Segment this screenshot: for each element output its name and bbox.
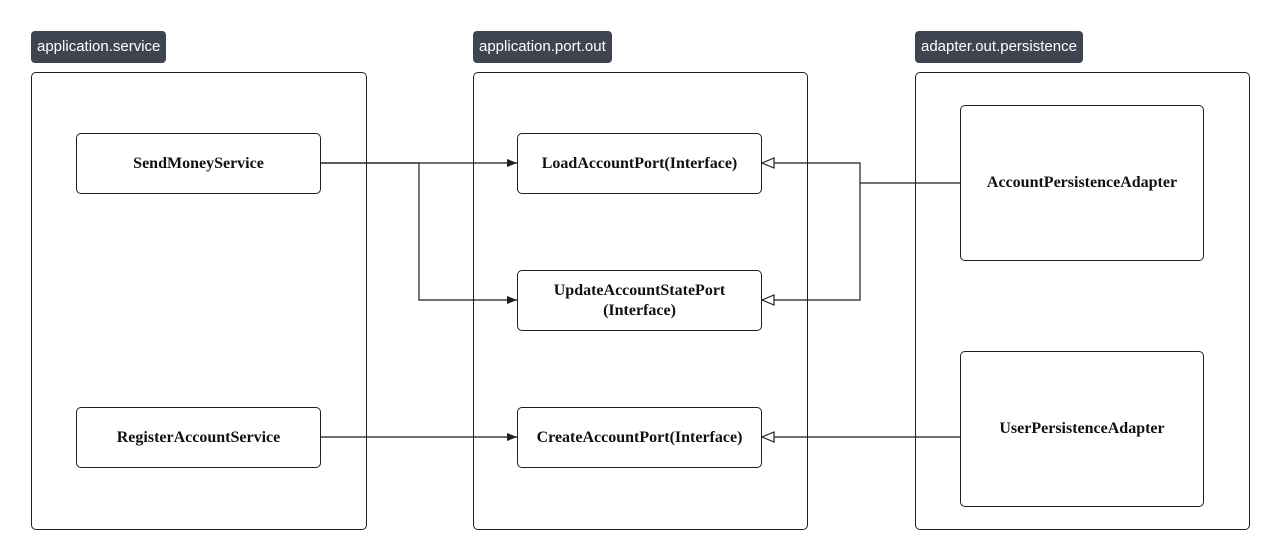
node-label: UserPersistenceAdapter [999,420,1165,437]
node-label-line1: UpdateAccountStatePort [553,281,726,299]
node-create-account-port: CreateAccountPort(Interface) [517,407,762,468]
node-update-account-state-port: UpdateAccountStatePort (Interface) [517,270,762,331]
package-label-application-port-out: application.port.out [473,31,612,63]
package-label-application-service: application.service [31,31,167,63]
node-user-persistence-adapter: UserPersistenceAdapter [960,351,1204,507]
node-send-money-service: SendMoneyService [76,133,321,194]
edge-accountpersistence-to-loadaccount [762,163,960,184]
node-load-account-port: LoadAccountPort(Interface) [517,133,762,194]
node-label: LoadAccountPort(Interface) [541,154,738,172]
node-label: SendMoneyService [133,154,264,172]
node-register-account-service: RegisterAccountService [76,407,321,468]
edge-accountpersistence-to-updateaccountstate [762,183,861,300]
node-label: CreateAccountPort(Interface) [536,428,743,446]
node-account-persistence-adapter: AccountPersistenceAdapter [960,105,1204,261]
edge-sendmoney-to-updateaccountstate [321,162,517,304]
node-label: RegisterAccountService [116,428,281,446]
node-label: AccountPersistenceAdapter [986,174,1178,191]
node-label-line2: (Interface) [603,301,676,319]
package-label-adapter-out-persistence: adapter.out.persistence [915,31,1083,63]
